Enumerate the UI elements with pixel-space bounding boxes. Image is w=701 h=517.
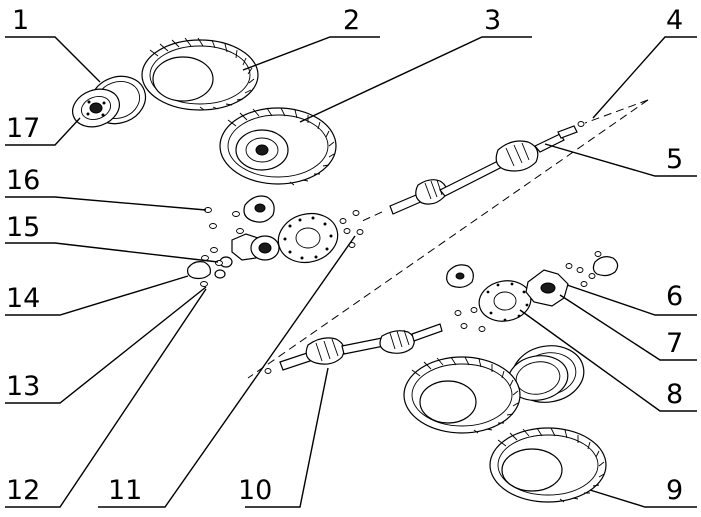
callout-4: 4 [666,5,683,36]
callout-6: 6 [666,281,683,312]
axis-lines [247,99,649,379]
callout-17: 17 [6,113,40,144]
callout-3: 3 [484,5,501,36]
callout-11: 11 [108,475,142,506]
callout-8: 8 [666,379,683,410]
callout-labels: 1 2 3 4 5 6 7 8 9 10 11 12 13 14 15 16 1… [6,5,683,506]
drive-shaft-lower [279,323,443,371]
fasteners-right [264,251,602,374]
callout-15: 15 [6,212,40,243]
callout-9: 9 [666,475,683,506]
hub-left [187,195,339,280]
callout-12: 12 [6,475,40,506]
fasteners-left [200,121,585,287]
tire-front-assembly [219,107,337,186]
rim-upper [72,75,147,128]
callout-5: 5 [666,144,683,175]
tire-lower-right [489,427,607,503]
callout-2: 2 [343,5,360,36]
callout-10: 10 [238,475,272,506]
hub-right [446,256,619,322]
callout-7: 7 [666,328,683,359]
callout-14: 14 [6,283,40,314]
leader-lines [5,36,697,508]
tire-upper-rear [141,37,259,111]
callout-1: 1 [12,5,29,36]
drive-shaft-upper [389,125,578,215]
callout-13: 13 [6,371,40,402]
tire-lower-middle [403,356,521,434]
callout-16: 16 [6,165,40,196]
